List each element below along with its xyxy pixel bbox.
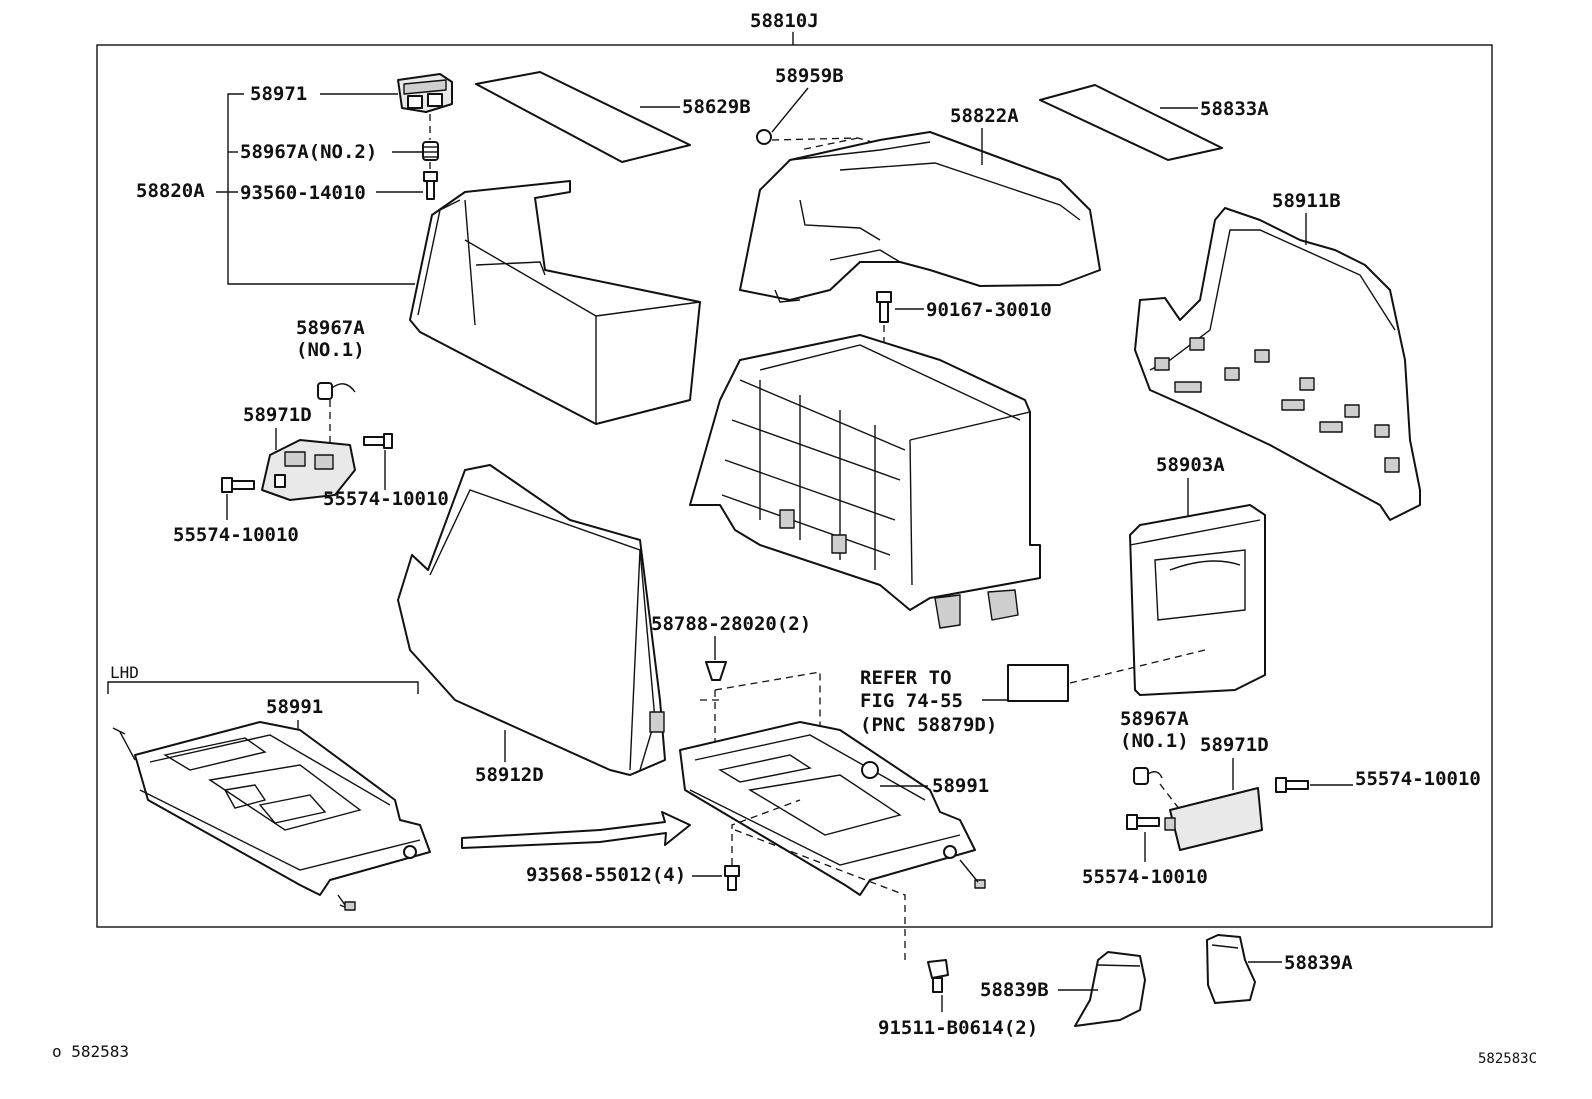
footer-code-right: 582583C (1478, 1051, 1537, 1067)
label-58967A-no1-a: 58967A (296, 317, 365, 339)
label-58967A-no1-b: 58967A (1120, 708, 1189, 730)
label-93560-14010: 93560-14010 (240, 182, 366, 204)
label-58991-a: 58991 (266, 696, 323, 718)
seat-adjuster-58991 (679, 721, 986, 896)
label-90167-30010: 90167-30010 (926, 299, 1052, 321)
console-base-bracket (689, 334, 1041, 629)
label-55574-10010-a: 55574-10010 (323, 488, 449, 510)
front-panel-58903A (1129, 504, 1266, 696)
cover-58839A (1206, 934, 1256, 1004)
label-58967A-no1-a-sub: (NO.1) (296, 339, 365, 361)
label-58810J: 58810J (750, 10, 819, 32)
refer-line-1: REFER TO (860, 667, 952, 689)
screw-55574-10010-d (1126, 814, 1160, 830)
label-58991-b: 58991 (932, 775, 989, 797)
label-58903A: 58903A (1156, 454, 1225, 476)
seat-adjuster-58991-lhd (112, 721, 431, 911)
assembly-frame (96, 44, 1493, 928)
label-58971D-b: 58971D (1200, 734, 1269, 756)
bolt-93568-55012 (724, 865, 740, 891)
direction-arrow (461, 811, 691, 849)
label-58959B: 58959B (775, 65, 844, 87)
screw-55574-10010-c (1275, 777, 1309, 793)
mat-58833A (1039, 84, 1223, 161)
latch-58971D-a (261, 439, 356, 501)
cover-58839B (1074, 951, 1146, 1027)
label-55574-10010-c: 55574-10010 (1355, 768, 1481, 790)
label-55574-10010-b: 55574-10010 (173, 524, 299, 546)
spring-58967A-no2 (422, 141, 439, 161)
label-93568-55012: 93568-55012(4) (526, 864, 686, 886)
label-58833A: 58833A (1200, 98, 1269, 120)
bolt-91511-B0614 (927, 959, 949, 993)
latch-58971D-b (1164, 787, 1263, 851)
refer-line-3: (PNC 58879D) (860, 714, 997, 736)
label-58629B: 58629B (682, 96, 751, 118)
label-58967A-no1-b-sub: (NO.1) (1120, 730, 1189, 752)
mat-58629B (475, 71, 691, 163)
side-panel-58911B (1134, 207, 1421, 521)
footer-code-left: o 582583 (52, 1042, 129, 1061)
side-panel-58912D (397, 464, 666, 776)
label-91511-B0614: 91511-B0614(2) (878, 1017, 1038, 1039)
label-55574-10010-d: 55574-10010 (1082, 866, 1208, 888)
clip-58959B (756, 129, 772, 145)
screw-90167-30010 (876, 291, 892, 323)
screw-93560-14010 (423, 171, 438, 200)
spring-58967A-no1-a (317, 382, 356, 400)
label-lhd: LHD (110, 663, 139, 682)
storage-box-58820A (409, 180, 701, 425)
label-58839B: 58839B (980, 979, 1049, 1001)
refer-line-2: FIG 74-55 (860, 690, 963, 712)
latch-58971 (397, 73, 453, 113)
label-58911B: 58911B (1272, 190, 1341, 212)
label-58912D: 58912D (475, 764, 544, 786)
label-58822A: 58822A (950, 105, 1019, 127)
console-lid-58822A (739, 131, 1101, 303)
label-58820A: 58820A (136, 180, 205, 202)
refer-box (1007, 664, 1069, 702)
label-58971: 58971 (250, 83, 307, 105)
label-58788-28020: 58788-28020(2) (651, 613, 811, 635)
clip-58788-28020 (705, 661, 727, 681)
label-58971D-a: 58971D (243, 404, 312, 426)
label-58967A-no2: 58967A(NO.2) (240, 141, 377, 163)
screw-55574-10010-b (221, 477, 255, 493)
label-58839A: 58839A (1284, 952, 1353, 974)
spring-58967A-no1-b (1133, 767, 1163, 785)
screw-55574-10010-a (363, 433, 393, 449)
